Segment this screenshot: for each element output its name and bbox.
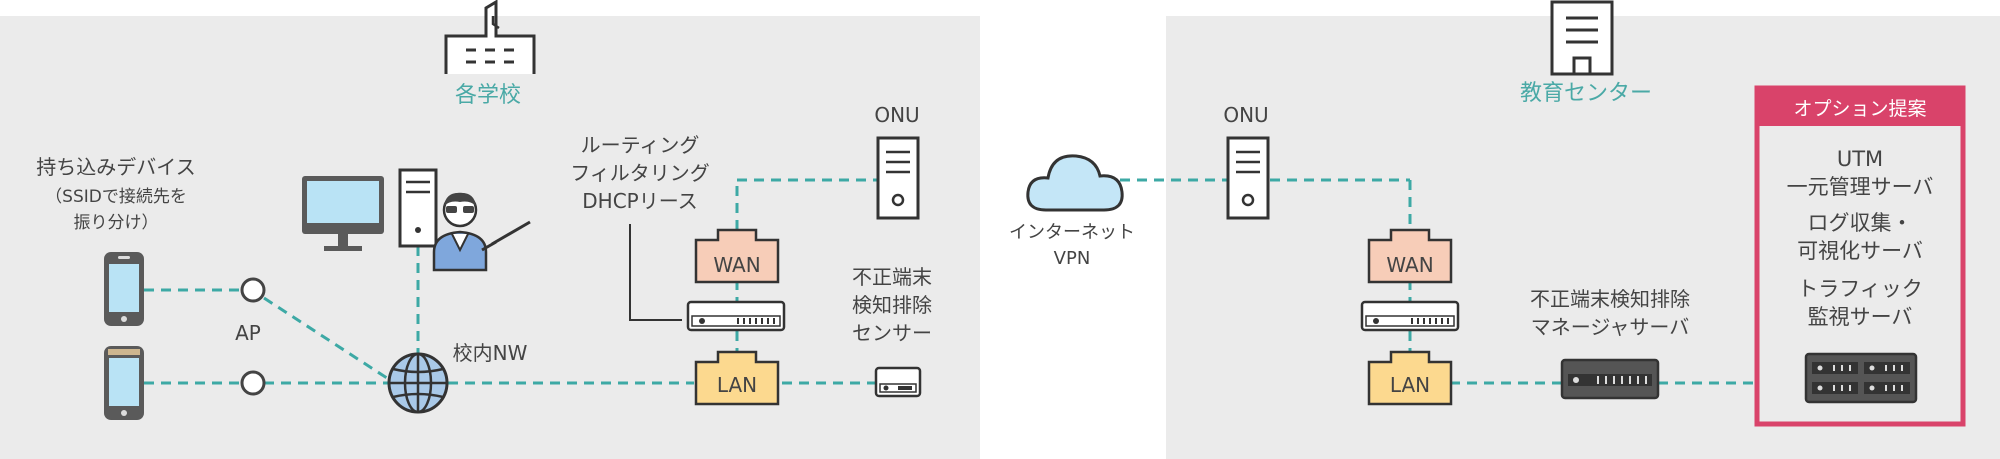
option-server-rack-icon <box>1804 352 1918 404</box>
sensor-label-line1: 不正端末 <box>852 265 932 289</box>
internet-label-line1: インターネット <box>1009 222 1135 243</box>
school-panel <box>0 16 980 459</box>
router-function-filtering: フィルタリング <box>570 161 710 185</box>
center-lan-label: LAN <box>1390 373 1430 397</box>
onu-device-icon <box>1226 136 1270 220</box>
school-title: 各学校 <box>455 83 521 108</box>
manager-label-line1: 不正端末検知排除 <box>1530 287 1690 311</box>
option-traffic-line2: 監視サーバ <box>1808 305 1913 329</box>
smartphone-icon <box>104 346 144 420</box>
teacher-icon <box>432 192 531 272</box>
school-nw-label: 校内NW <box>453 341 528 365</box>
desktop-monitor-icon <box>302 176 384 251</box>
router-function-routing: ルーティング <box>581 133 700 157</box>
school-wan-tag <box>694 228 780 284</box>
cloud-icon <box>1026 154 1124 212</box>
school-lan-label: LAN <box>717 373 757 397</box>
sensor-device-icon <box>874 366 922 398</box>
access-point-icon <box>240 370 266 396</box>
center-building-icon <box>1550 0 1614 76</box>
option-log-line2: 可視化サーバ <box>1797 239 1923 263</box>
school-lan-tag <box>694 350 780 406</box>
option-utm-line1: UTM <box>1837 147 1883 171</box>
option-traffic-line1: トラフィック <box>1797 277 1923 301</box>
option-proposal-box <box>1754 85 1966 427</box>
internet-label-line2: VPN <box>1054 248 1091 269</box>
byod-label-line3: 振り分け） <box>74 213 159 233</box>
school-building-icon <box>444 0 536 74</box>
center-onu-label: ONU <box>1223 103 1268 127</box>
school-onu-label: ONU <box>874 103 919 127</box>
byod-label-line1: 持ち込みデバイス <box>36 155 195 179</box>
router-function-bracket <box>629 224 682 321</box>
onu-device-icon <box>876 136 920 220</box>
connection-lines <box>144 178 1806 385</box>
byod-label-line2: （SSIDで接続先を <box>45 187 187 207</box>
option-utm-line2: 一元管理サーバ <box>1787 175 1934 199</box>
manager-label-line2: マネージャサーバ <box>1531 315 1689 339</box>
router-function-dhcp: DHCPリース <box>582 189 697 213</box>
center-wan-label: WAN <box>1386 253 1433 277</box>
school-wan-label: WAN <box>713 253 760 277</box>
ap-label: AP <box>235 321 261 345</box>
option-log-line1: ログ収集・ <box>1808 211 1913 235</box>
center-lan-tag <box>1367 350 1453 406</box>
router-icon <box>1360 300 1460 332</box>
router-icon <box>686 300 786 332</box>
smartphone-icon <box>104 252 144 326</box>
option-header: オプション提案 <box>1793 98 1926 120</box>
access-point-icon <box>240 277 266 303</box>
manager-server-icon <box>1560 358 1660 400</box>
sensor-label-line3: センサー <box>852 321 932 345</box>
globe-icon <box>387 352 449 414</box>
sensor-label-line2: 検知排除 <box>852 293 932 317</box>
center-title: 教育センター <box>1520 81 1652 106</box>
pc-tower-icon <box>398 168 438 248</box>
center-wan-tag <box>1367 228 1453 284</box>
